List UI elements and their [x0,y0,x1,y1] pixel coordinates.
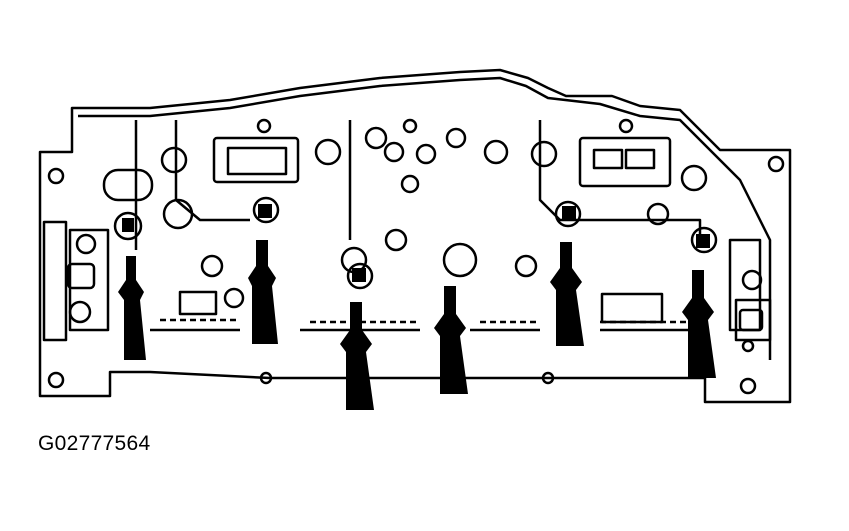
socket-pad [256,118,272,134]
connector-right-inner-b [624,148,656,170]
connector-right [578,136,672,188]
socket-pad [346,262,374,290]
socket-pad [415,143,437,165]
connector-right-inner-a [592,148,624,170]
board-outline [38,68,792,404]
socket-pad [442,242,478,278]
connector-left [212,136,300,184]
socket-pad [113,211,143,241]
mount-hole [739,377,757,395]
locating-pin [340,302,374,410]
socket-pad [383,141,405,163]
socket-pad [162,198,194,230]
socket-pad [160,146,188,174]
socket-pad [690,226,718,254]
socket-pad [200,254,224,278]
locating-pin [118,256,146,360]
pin-head [562,206,576,220]
socket-pad [514,254,538,278]
pin-head [352,268,366,282]
socket-pad [252,196,280,224]
mount-hole [259,371,273,385]
left-bracket [42,220,110,342]
figure-id-label: G02777564 [38,432,151,455]
board-inner-outline [78,76,772,360]
component [66,262,96,290]
mount-hole [541,371,555,385]
locating-pin [550,242,584,346]
locating-pin [682,270,716,378]
pin-head [122,218,134,232]
mount-hole [741,339,755,353]
socket-pad [483,139,509,165]
socket-pad [402,118,418,134]
slot-left [102,168,154,202]
mount-hole [767,155,785,173]
socket-pad [741,269,763,291]
socket-pad [554,200,582,228]
component [600,292,664,324]
connector-left-inner [226,146,288,176]
socket-pad [680,164,708,192]
locating-pin [248,240,278,344]
socket-pad [68,300,92,324]
component [738,308,764,332]
socket-pad [364,126,388,150]
socket-pad [618,118,634,134]
locating-pin [434,286,468,394]
socket-pad [530,140,558,168]
socket-pad [646,202,670,226]
socket-pad [384,228,408,252]
trace [160,318,690,324]
mount-hole [47,167,65,185]
trace [134,120,702,250]
socket-pad [75,233,97,255]
pin-head [258,204,272,218]
mount-hole [47,371,65,389]
socket-pad [445,127,467,149]
socket-pad [314,138,342,166]
component [178,290,218,316]
pin-head [696,234,710,248]
socket-pad [400,174,420,194]
socket-pad [223,287,245,309]
